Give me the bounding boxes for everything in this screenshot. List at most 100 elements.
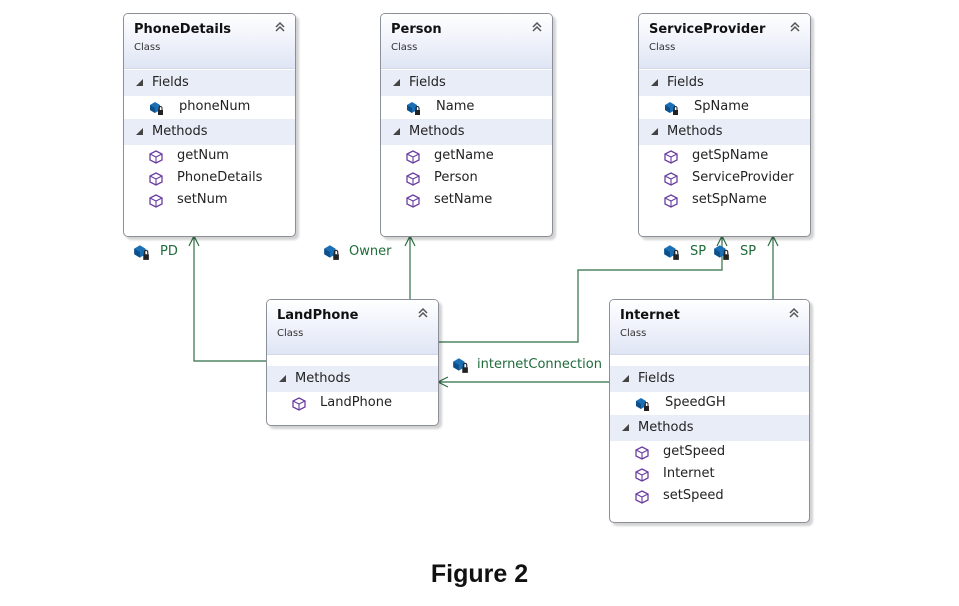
- double-chevron-up-icon[interactable]: [787, 306, 801, 320]
- field-lock-icon: [664, 245, 679, 260]
- class-name: ServiceProvider: [649, 22, 766, 37]
- triangle-down-icon: [393, 128, 400, 135]
- double-chevron-up-icon[interactable]: [416, 306, 430, 320]
- association-label-pd[interactable]: PD: [160, 244, 178, 259]
- method-cube-icon: [149, 150, 163, 164]
- methods-section-header[interactable]: Methods: [124, 118, 295, 145]
- section-title: Methods: [409, 124, 465, 139]
- method-item[interactable]: LandPhone: [267, 392, 438, 414]
- class-kind: Class: [620, 328, 647, 339]
- method-item[interactable]: ServiceProvider: [639, 167, 810, 189]
- class-kind: Class: [134, 42, 161, 53]
- field-name: phoneNum: [179, 99, 251, 114]
- method-item[interactable]: Person: [381, 167, 552, 189]
- methods-section-header[interactable]: Methods: [381, 118, 552, 145]
- fields-section-header[interactable]: Fields: [124, 69, 295, 96]
- field-item[interactable]: SpeedGH: [610, 392, 809, 414]
- field-name: SpeedGH: [665, 395, 726, 410]
- class-header: Person Class: [381, 14, 552, 69]
- method-cube-icon: [292, 397, 306, 411]
- method-name: setSpName: [692, 192, 767, 207]
- section-title: Methods: [667, 124, 723, 139]
- field-lock-icon: [665, 102, 678, 115]
- methods-section-header[interactable]: Methods: [610, 414, 809, 441]
- class-box-phonedetails[interactable]: PhoneDetails Class Fields phoneNum Metho…: [123, 13, 296, 237]
- section-title: Fields: [638, 371, 675, 386]
- class-header: Internet Class: [610, 300, 809, 355]
- triangle-down-icon: [136, 128, 143, 135]
- fields-section-header[interactable]: Fields: [381, 69, 552, 96]
- method-cube-icon: [149, 194, 163, 208]
- method-item[interactable]: getSpName: [639, 145, 810, 167]
- field-item[interactable]: Name: [381, 96, 552, 118]
- method-name: setName: [434, 192, 493, 207]
- section-title: Methods: [638, 420, 694, 435]
- triangle-down-icon: [622, 375, 629, 382]
- field-lock-icon: [714, 245, 729, 260]
- field-lock-icon: [134, 245, 149, 260]
- method-cube-icon: [406, 194, 420, 208]
- method-item[interactable]: PhoneDetails: [124, 167, 295, 189]
- methods-section-header[interactable]: Methods: [267, 365, 438, 392]
- section-title: Fields: [667, 75, 704, 90]
- field-item[interactable]: SpName: [639, 96, 810, 118]
- method-item[interactable]: Internet: [610, 463, 809, 485]
- triangle-down-icon: [136, 79, 143, 86]
- method-item[interactable]: getName: [381, 145, 552, 167]
- class-kind: Class: [649, 42, 676, 53]
- method-cube-icon: [664, 172, 678, 186]
- triangle-down-icon: [279, 375, 286, 382]
- class-box-person[interactable]: Person Class Fields Name Methods getName…: [380, 13, 553, 237]
- field-lock-icon: [150, 102, 163, 115]
- method-cube-icon: [406, 172, 420, 186]
- method-item[interactable]: getSpeed: [610, 441, 809, 463]
- class-header: PhoneDetails Class: [124, 14, 295, 69]
- association-label-sp-landphone[interactable]: SP: [690, 244, 707, 259]
- association-label-owner[interactable]: Owner: [349, 244, 392, 259]
- method-item[interactable]: setName: [381, 189, 552, 211]
- method-name: ServiceProvider: [692, 170, 794, 185]
- method-name: getSpeed: [663, 444, 726, 459]
- method-name: LandPhone: [320, 395, 392, 410]
- method-item[interactable]: setNum: [124, 189, 295, 211]
- class-name: PhoneDetails: [134, 22, 232, 37]
- method-name: getNum: [177, 148, 229, 163]
- method-cube-icon: [406, 150, 420, 164]
- class-name: LandPhone: [277, 308, 359, 323]
- association-label-sp-internet[interactable]: SP: [740, 244, 757, 259]
- double-chevron-up-icon[interactable]: [273, 20, 287, 34]
- sp-landphone-association-line: [438, 236, 723, 343]
- class-header: LandPhone Class: [267, 300, 438, 355]
- method-item[interactable]: getNum: [124, 145, 295, 167]
- method-name: Internet: [663, 466, 715, 481]
- method-name: setSpeed: [663, 488, 724, 503]
- method-cube-icon: [664, 150, 678, 164]
- section-title: Fields: [152, 75, 189, 90]
- field-lock-icon: [407, 102, 420, 115]
- section-title: Methods: [152, 124, 208, 139]
- method-item[interactable]: setSpName: [639, 189, 810, 211]
- method-name: PhoneDetails: [177, 170, 263, 185]
- section-title: Methods: [295, 371, 351, 386]
- triangle-down-icon: [651, 128, 658, 135]
- method-name: getName: [434, 148, 494, 163]
- field-item[interactable]: phoneNum: [124, 96, 295, 118]
- double-chevron-up-icon[interactable]: [788, 20, 802, 34]
- double-chevron-up-icon[interactable]: [530, 20, 544, 34]
- association-label-internet-connection[interactable]: internetConnection: [477, 357, 602, 372]
- class-box-internet[interactable]: Internet Class Fields SpeedGH Methods ge…: [609, 299, 810, 523]
- class-name: Internet: [620, 308, 680, 323]
- triangle-down-icon: [651, 79, 658, 86]
- field-lock-icon: [324, 245, 339, 260]
- method-name: setNum: [177, 192, 228, 207]
- triangle-down-icon: [622, 424, 629, 431]
- methods-section-header[interactable]: Methods: [639, 118, 810, 145]
- figure-caption: Figure 2: [430, 560, 529, 588]
- method-item[interactable]: setSpeed: [610, 485, 809, 507]
- class-box-serviceprovider[interactable]: ServiceProvider Class Fields SpName Meth…: [638, 13, 811, 237]
- fields-section-header[interactable]: Fields: [639, 69, 810, 96]
- fields-section-header[interactable]: Fields: [610, 365, 809, 392]
- class-box-landphone[interactable]: LandPhone Class Methods LandPhone: [266, 299, 439, 426]
- method-name: getSpName: [692, 148, 769, 163]
